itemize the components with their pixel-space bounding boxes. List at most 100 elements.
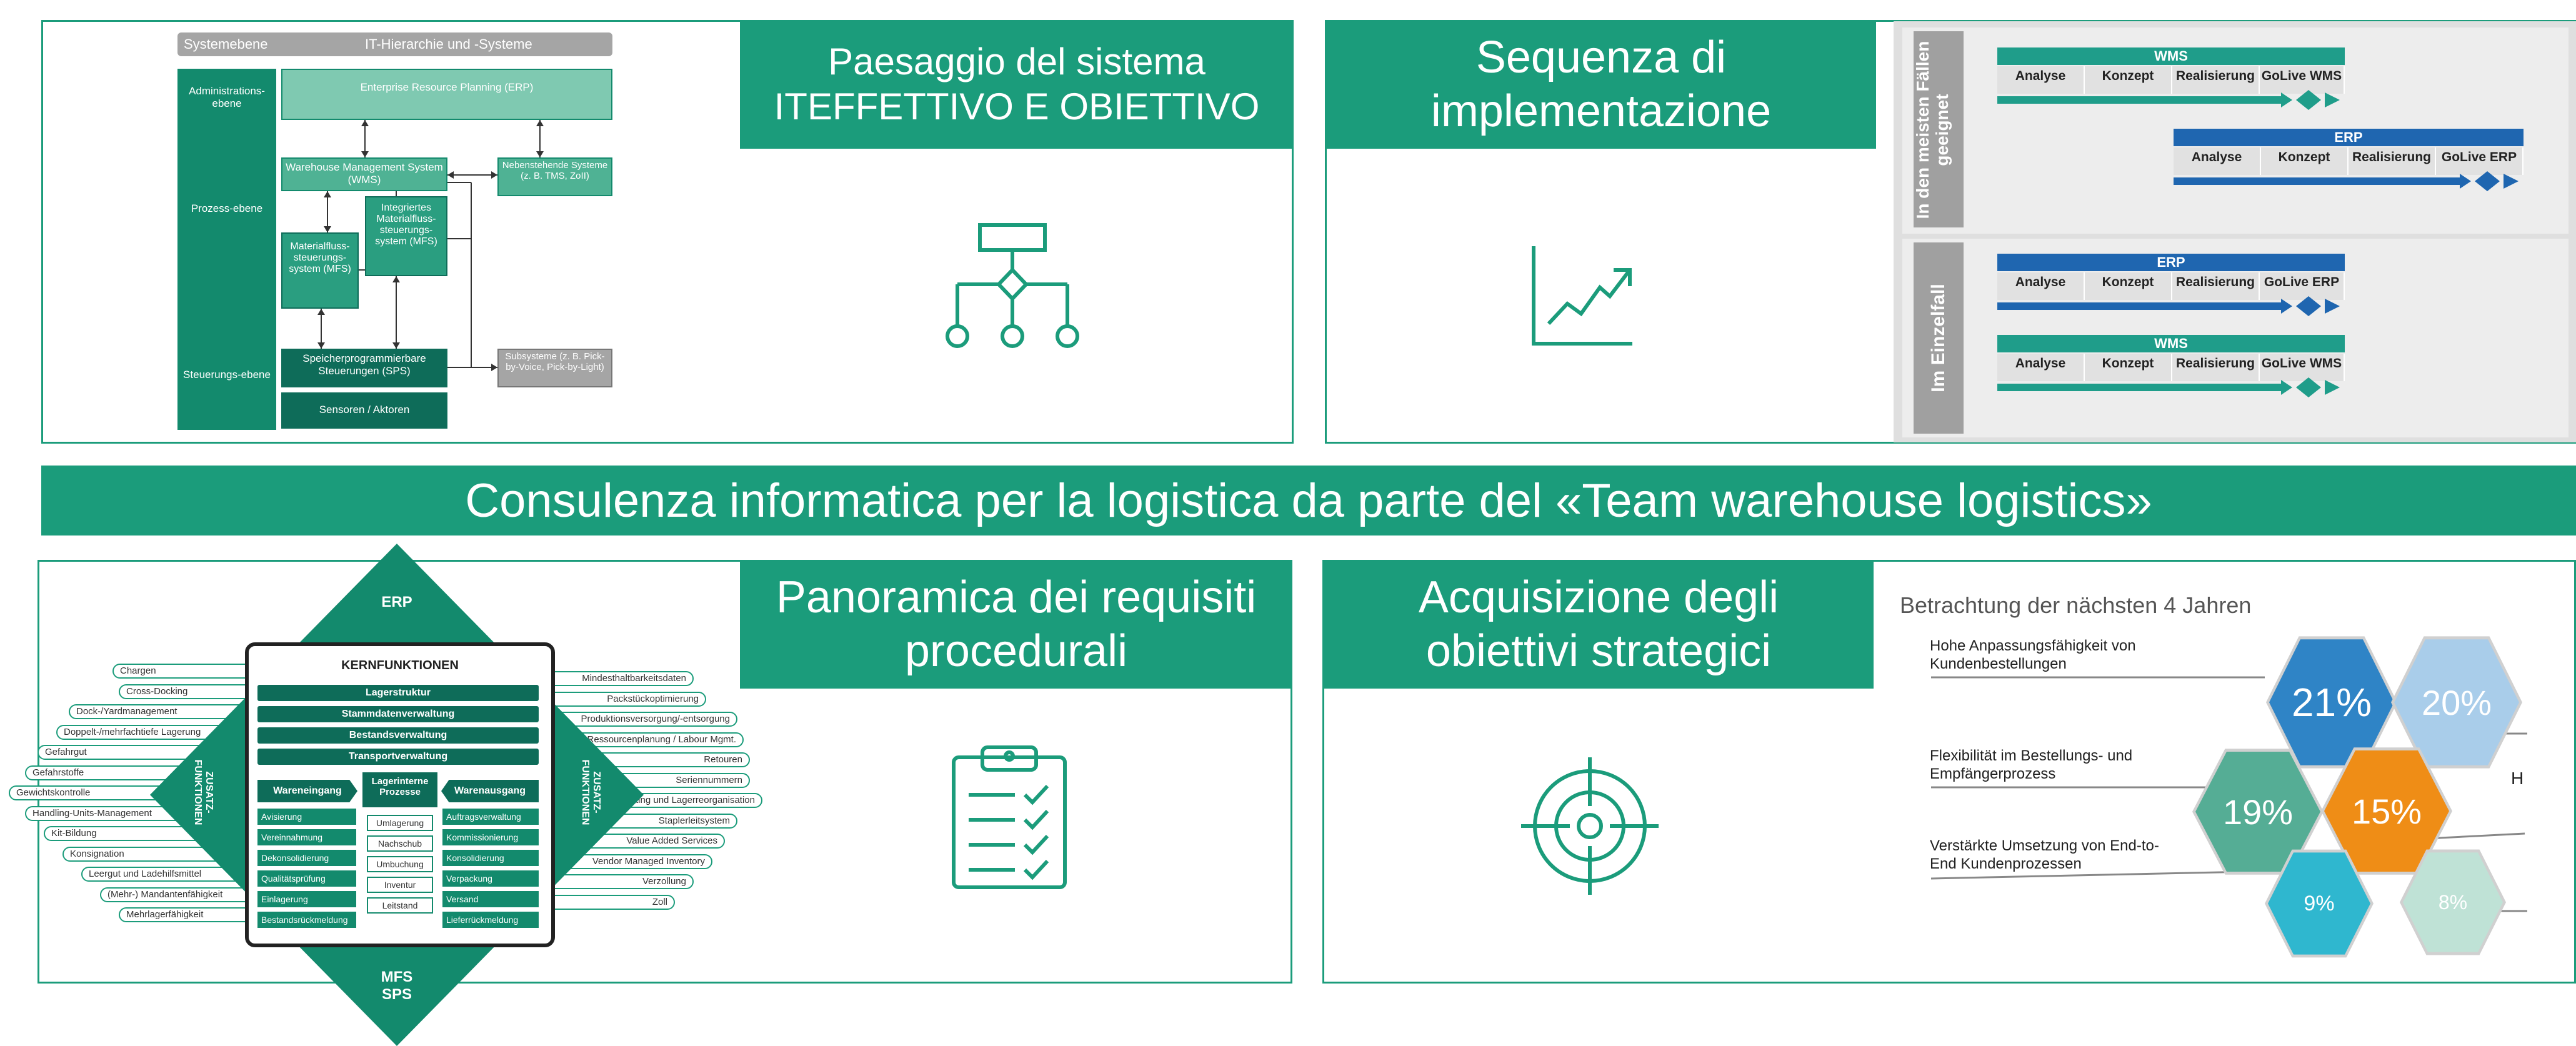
hex-chart-heading: Betrachtung der nächsten 4 Jahren — [1900, 592, 2252, 618]
diamond-bottom-label: MFS SPS — [381, 969, 413, 1003]
seq-row1-label: WMS — [1997, 47, 2345, 65]
core-row-2: Stammdatenverwaltung — [257, 706, 539, 722]
strategic-title-text: Acquisizione degli obiettivi strategici — [1418, 572, 1779, 676]
sequence-title-text: Sequenza di implementazione — [1430, 32, 1772, 136]
col-right-item: Verpackung — [442, 870, 539, 887]
hex-leader-lines — [1930, 676, 2527, 912]
level-admin: Administrations-ebene — [189, 85, 265, 109]
line-chart-icon — [1532, 246, 1632, 346]
strategic-title: Acquisizione degli obiettivi strategici — [1324, 560, 1874, 689]
inbound-header: Wareneingang — [257, 780, 357, 802]
hex-label-2: Flexibilität im Bestellungs- und Empfäng… — [1930, 747, 2133, 782]
seq-row3-phase-1: Analyse — [1997, 272, 2085, 300]
right-function-pill: Packstückoptimierung — [537, 691, 706, 707]
it-hierarchy-diagram: Systemebene IT-Hierarchie und -Systeme A… — [177, 32, 615, 432]
mfs-box: Materialfluss-steuerungs-system (MFS) — [281, 232, 359, 309]
seq-row2-arrow — [2174, 171, 2519, 191]
col-mid-item: Nachschub — [367, 835, 433, 852]
seq-row4-phase-2: Konzept — [2085, 354, 2172, 381]
hex-label-1: Hohe Anpassungsfähigkeit von Kundenbeste… — [1930, 637, 2136, 672]
requirements-title-text: Panoramica dei requisiti procedurali — [776, 572, 1257, 676]
it-header-left: Systemebene — [184, 36, 268, 52]
hex-value: 8% — [2403, 852, 2503, 952]
seq-row2-phase-2: Konzept — [2261, 147, 2349, 175]
col-mid-item: Inventur — [367, 877, 433, 893]
sequence-title: Sequenza di implementazione — [1326, 20, 1876, 149]
team-banner-text: Consulenza informatica per la logistica … — [465, 474, 2152, 527]
col-left-item: Avisierung — [257, 809, 356, 825]
seq-row3-phase-3: Realisierung — [2172, 272, 2260, 300]
col-right-item: Kommissionierung — [442, 829, 539, 845]
target-icon — [1521, 757, 1659, 895]
level-process: Prozess-ebene — [191, 202, 263, 214]
seq-side-bottom-text: Im Einzelfall — [1928, 284, 1949, 392]
side-systems-box: Nebenstehende Systeme (z. B. TMS, ZoII) — [497, 157, 612, 196]
seq-row4-label: WMS — [1997, 335, 2345, 352]
seq-row1-phase-3: Realisierung — [2172, 66, 2260, 94]
seq-row4-phase-3: Realisierung — [2172, 354, 2260, 381]
core-row-1: Lagerstruktur — [257, 685, 539, 701]
it-connector-lines — [317, 120, 544, 371]
col-mid-item: Leitstand — [367, 897, 433, 914]
erp-box: Enterprise Resource Planning (ERP) — [281, 69, 612, 120]
hex-right-letter: H — [2511, 769, 2524, 788]
col-left-item: Vereinnahmung — [257, 829, 356, 845]
right-function-pill: Zoll — [537, 894, 675, 910]
seq-row1-phase-1: Analyse — [1997, 66, 2085, 94]
seq-row2-phase-4: GoLive ERP — [2436, 147, 2524, 175]
seq-row2-phase-1: Analyse — [2174, 147, 2261, 175]
requirements-title: Panoramica dei requisiti procedurali — [740, 560, 1292, 689]
core-row-4: Transportverwaltung — [257, 749, 539, 765]
hex-chart: Betrachtung der nächsten 4 Jahren Hohe A… — [1877, 561, 2575, 982]
landscape-title: Paesaggio del sistema ITEFFETTIVO E OBIE… — [740, 20, 1294, 149]
col-right-item: Lieferrückmeldung — [442, 912, 539, 928]
seq-row2-label: ERP — [2174, 129, 2524, 146]
clipboard-icon — [952, 745, 1067, 889]
sps-box: Speicherprogrammierbare Steuerungen (SPS… — [281, 349, 447, 387]
seq-side-top-text: In den meisten Fällen geeignet — [1913, 41, 1952, 219]
seq-row3-label: ERP — [1997, 254, 2345, 271]
landscape-title-text: Paesaggio del sistema ITEFFETTIVO E OBIE… — [774, 41, 1260, 127]
seq-row4-phase-1: Analyse — [1997, 354, 2085, 381]
internal-header: Lagerinterne Prozesse — [362, 772, 437, 807]
diamond-right-label: ZUSATZ-FUNKTIONEN — [580, 759, 602, 825]
right-function-pill: Mindesthaltbarkeitsdaten — [537, 671, 694, 686]
sequence-diagram: In den meisten Fällen geeignet Im Einzel… — [1894, 21, 2576, 442]
col-right-item: Versand — [442, 891, 539, 907]
seq-side-bottom: Im Einzelfall — [1914, 242, 1964, 434]
col-left-item: Qualitätsprüfung — [257, 870, 356, 887]
wms-box: Warehouse Management System (WMS) — [281, 157, 447, 191]
seq-row2-phase-3: Realisierung — [2349, 147, 2436, 175]
integrated-mfs-box: Integriertes Materialfluss-steuerungs-sy… — [365, 196, 447, 276]
sensors-box: Sensoren / Aktoren — [281, 392, 447, 429]
col-left-item: Bestandsrückmeldung — [257, 912, 356, 928]
seq-row1-phase-2: Konzept — [2085, 66, 2172, 94]
team-banner: Consulenza informatica per la logistica … — [41, 466, 2576, 535]
seq-row3-phase-4: GoLive ERP — [2260, 272, 2345, 300]
diamond-left-label: ZUSATZ-FUNKTIONEN — [192, 759, 214, 825]
level-control: Steuerungs-ebene — [183, 369, 271, 381]
level-column — [177, 69, 276, 430]
col-mid-item: Umlagerung — [367, 815, 433, 831]
subsystems-box: Subsysteme (z. B. Pick-by-Voice, Pick-by… — [497, 349, 612, 387]
core-row-3: Bestandsverwaltung — [257, 727, 539, 744]
it-header-bar: Systemebene IT-Hierarchie und -Systeme — [177, 32, 612, 56]
col-mid-item: Umbuchung — [367, 856, 433, 872]
seq-row1-phase-4: GoLive WMS — [2260, 66, 2345, 94]
seq-side-top: In den meisten Fällen geeignet — [1913, 31, 1964, 227]
col-left-item: Dekonsolidierung — [257, 850, 356, 866]
diamond-top-label: ERP — [381, 594, 412, 610]
seq-row3-arrow — [1997, 296, 2340, 316]
hierarchy-icon — [946, 223, 1079, 348]
seq-row3-phase-2: Konzept — [2085, 272, 2172, 300]
col-right-item: Konsolidierung — [442, 850, 539, 866]
outbound-header: Warenausgang — [441, 780, 539, 802]
right-function-pill: Produktionsversorgung/-entsorgung — [537, 712, 737, 727]
it-header-right: IT-Hierarchie und -Systeme — [365, 36, 532, 52]
seq-row4-phase-4: GoLive WMS — [2260, 354, 2345, 381]
col-left-item: Einlagerung — [257, 891, 356, 907]
col-right-item: Auftragsverwaltung — [442, 809, 539, 825]
seq-row4-arrow — [1997, 377, 2340, 397]
core-title: KERNFUNKTIONEN — [341, 659, 459, 672]
